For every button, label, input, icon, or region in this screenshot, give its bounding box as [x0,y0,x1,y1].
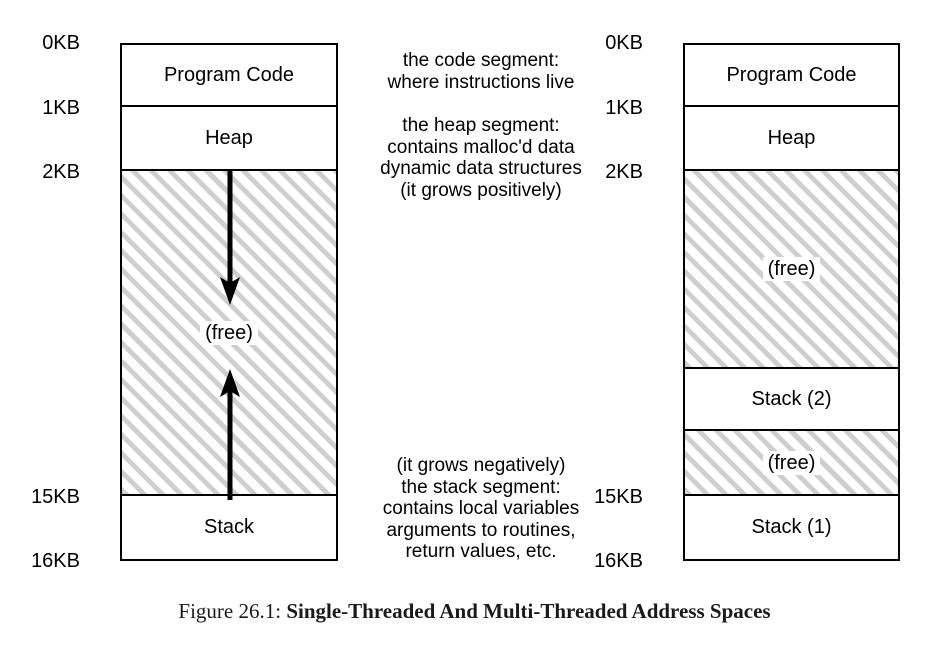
right-tick-15kb: 15KB [594,486,643,508]
heap-grows-down-arrow [220,170,240,305]
multi-threaded-address-space: Program Code Heap (free) Stack (2) (free… [683,43,900,561]
annotation-stack-segment: (it grows negatively) the stack segment:… [382,455,580,562]
annotation-code-segment: the code segment: where instructions liv… [387,50,575,93]
right-segment-free-lower-label: (free) [762,450,821,475]
figure-caption-number: Figure 26.1: [178,599,287,623]
right-segment-free-upper: (free) [685,171,898,369]
left-segment-free-label: (free) [200,320,258,345]
right-segment-heap: Heap [685,107,898,171]
left-segment-stack: Stack [122,496,336,558]
right-segment-stack-1: Stack (1) [685,496,898,558]
left-segment-program-code-label: Program Code [163,64,295,86]
right-tick-0kb: 0KB [605,32,643,54]
left-tick-2kb: 2KB [42,161,80,183]
stack-grows-up-arrow [220,369,240,500]
left-segment-stack-label: Stack [203,516,255,538]
right-tick-2kb: 2KB [605,161,643,183]
left-segment-heap-label: Heap [205,127,253,149]
right-segment-stack-1-label: Stack (1) [751,516,832,538]
right-tick-16kb: 16KB [594,550,643,572]
left-tick-15kb: 15KB [31,486,80,508]
right-segment-program-code-label: Program Code [726,64,857,86]
right-tick-1kb: 1KB [605,97,643,119]
left-segment-program-code: Program Code [122,45,336,107]
left-segment-heap: Heap [122,107,336,171]
right-segment-program-code: Program Code [685,45,898,107]
annotation-heap-segment: the heap segment: contains malloc'd data… [380,115,582,201]
left-tick-0kb: 0KB [42,32,80,54]
right-segment-free-lower: (free) [685,431,898,496]
figure-caption-title: Single-Threaded And Multi-Threaded Addre… [286,599,771,623]
right-segment-heap-label: Heap [767,127,816,149]
right-segment-free-upper-label: (free) [762,257,821,281]
left-tick-16kb: 16KB [31,550,80,572]
right-segment-stack-2: Stack (2) [685,369,898,431]
right-segment-stack-2-label: Stack (2) [751,388,832,410]
left-tick-1kb: 1KB [42,97,80,119]
figure-caption: Figure 26.1: Single-Threaded And Multi-T… [0,598,949,624]
